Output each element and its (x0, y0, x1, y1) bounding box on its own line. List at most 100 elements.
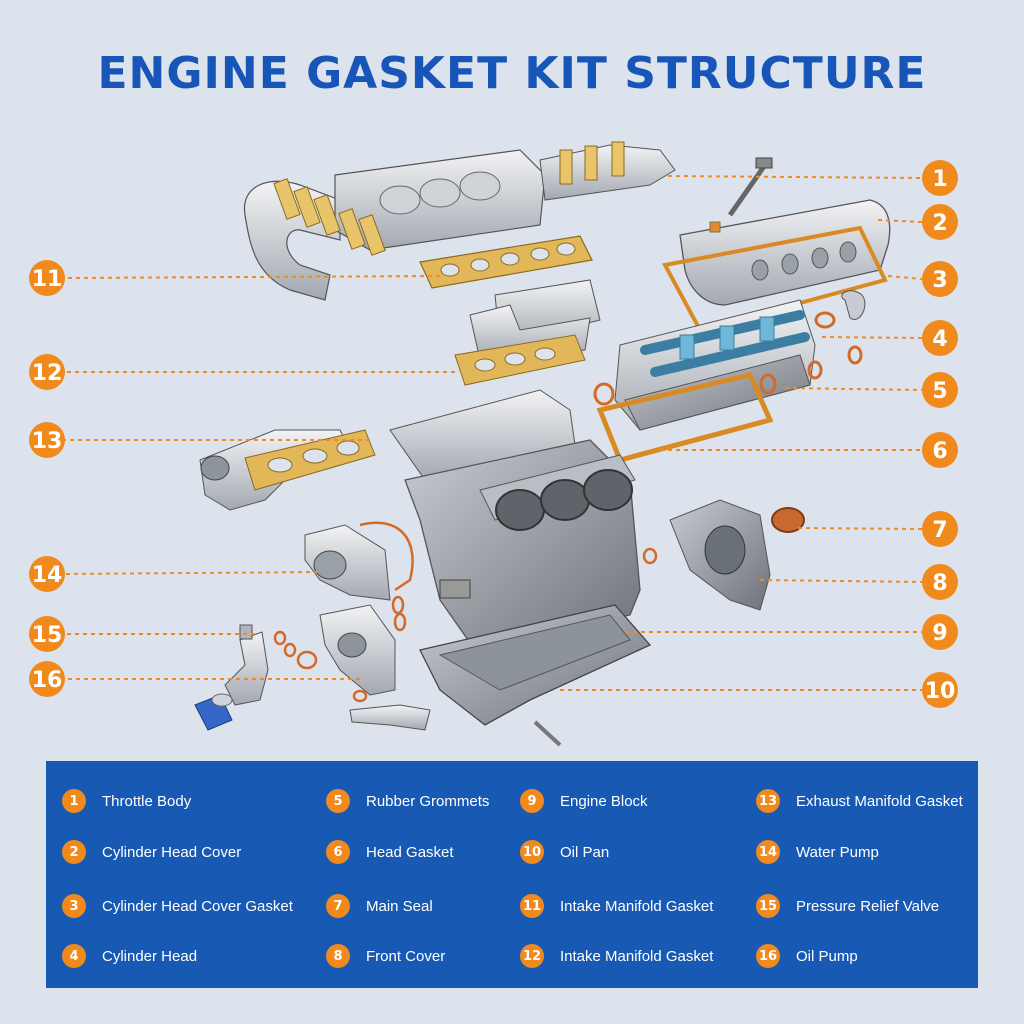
callout-line-1 (667, 175, 923, 179)
callout-badge-10: 10 (922, 672, 958, 708)
callout-badge-9: 9 (922, 614, 958, 650)
legend-number-badge: 16 (756, 944, 780, 968)
callout-badge-circle (922, 432, 958, 468)
legend-item: 8 Front Cover (326, 941, 445, 971)
legend-number-badge: 1 (62, 789, 86, 813)
callout-badge-circle (922, 160, 958, 196)
legend-label: Main Seal (366, 897, 433, 915)
legend-label: Cylinder Head (102, 947, 198, 965)
legend-item: 7 Main Seal (326, 891, 433, 921)
legend-number-badge: 2 (62, 840, 86, 864)
callout-badge-circle (29, 616, 65, 652)
callout-badge-13: 13 (29, 422, 65, 458)
oil-pump (319, 595, 431, 731)
legend-number-badge: 6 (326, 840, 350, 864)
legend-item: 5 Rubber Grommets (326, 786, 489, 816)
callout-badge-circle (29, 422, 65, 458)
intake-manifold-gasket-upper (419, 235, 593, 289)
callout-badge-number: 4 (932, 327, 947, 352)
callout-badge-number: 9 (932, 621, 947, 646)
legend-label: Water Pump (796, 843, 879, 861)
callout-badge-number: 7 (932, 518, 947, 543)
front-cover-oring (642, 547, 658, 565)
callout-badge-number: 13 (32, 429, 63, 454)
legend-label: Rubber Grommets (366, 792, 490, 810)
legend-number-badge: 9 (520, 789, 544, 813)
legend-number-badge: 10 (520, 840, 544, 864)
callout-badge-number: 16 (32, 668, 63, 693)
legend-label: Exhaust Manifold Gasket (796, 792, 963, 810)
callout-badge-4: 4 (922, 320, 958, 356)
callout-badge-number: 15 (32, 623, 63, 648)
callout-badge-16: 16 (29, 661, 65, 697)
callout-badge-7: 7 (922, 511, 958, 547)
callout-badge-number: 3 (932, 268, 947, 293)
engine-block (389, 389, 641, 651)
head-gasket (596, 372, 774, 463)
callout-line-3 (887, 275, 923, 280)
callout-badge-circle (922, 320, 958, 356)
cylinder-head (614, 299, 816, 431)
callout-badge-number: 2 (932, 211, 947, 236)
callout-line-7 (797, 527, 923, 530)
rubber-grommets (593, 311, 863, 406)
intake-plenum (243, 141, 676, 301)
legend-number-badge: 8 (326, 944, 350, 968)
legend-label: Engine Block (560, 792, 648, 810)
callout-badge-circle (29, 661, 65, 697)
legend-number-badge: 14 (756, 840, 780, 864)
callout-badge-circle (922, 672, 958, 708)
legend-label: Oil Pan (560, 843, 610, 861)
legend-label: Intake Manifold Gasket (560, 897, 714, 915)
front-cover (669, 499, 771, 611)
legend-label: Head Gasket (366, 843, 454, 861)
callout-badge-15: 15 (29, 616, 65, 652)
legend-number-badge: 3 (62, 894, 86, 918)
pressure-relief-valve (194, 624, 318, 731)
callout-badge-number: 1 (932, 167, 947, 192)
legend-number-badge: 5 (326, 789, 350, 813)
callout-leader-lines (64, 175, 923, 691)
exhaust-manifold (199, 429, 376, 511)
callout-badge-number: 10 (925, 679, 956, 704)
legend-number-badge: 7 (326, 894, 350, 918)
head-cover-seal (841, 290, 866, 320)
cover-bolt (727, 157, 773, 217)
legend-item: 3 Cylinder Head Cover Gasket (62, 891, 293, 921)
legend-label: Cylinder Head Cover Gasket (102, 897, 293, 915)
callout-badge-number: 5 (932, 379, 947, 404)
callout-badge-number: 6 (932, 439, 947, 464)
callout-badge-11: 11 (29, 260, 65, 296)
callout-badge-number: 8 (932, 571, 947, 596)
callout-badge-2: 2 (922, 204, 958, 240)
legend-item: 14 Water Pump (756, 837, 879, 867)
lower-intake-manifold (454, 279, 601, 386)
callout-line-11 (64, 275, 441, 279)
callout-badge-12: 12 (29, 354, 65, 390)
callout-line-4 (821, 336, 923, 339)
legend-number-badge: 13 (756, 789, 780, 813)
legend-item: 6 Head Gasket (326, 837, 454, 867)
callout-badge-14: 14 (29, 556, 65, 592)
legend-label: Throttle Body (102, 792, 192, 810)
callout-line-5 (784, 387, 923, 391)
callout-badge-3: 3 (922, 261, 958, 297)
callout-badge-circle (922, 511, 958, 547)
callout-badge-circle (29, 556, 65, 592)
callout-line-8 (759, 579, 923, 583)
callout-badge-circle (922, 564, 958, 600)
legend-label: Front Cover (366, 947, 446, 965)
legend-item: 1 Throttle Body (62, 786, 191, 816)
cylinder-head-cover-gasket (661, 225, 888, 333)
callout-badge-circle (29, 260, 65, 296)
legend-number-badge: 11 (520, 894, 544, 918)
callout-badge-circle (922, 261, 958, 297)
callout-badge-1: 1 (922, 160, 958, 196)
callout-badge-number: 14 (32, 563, 63, 588)
